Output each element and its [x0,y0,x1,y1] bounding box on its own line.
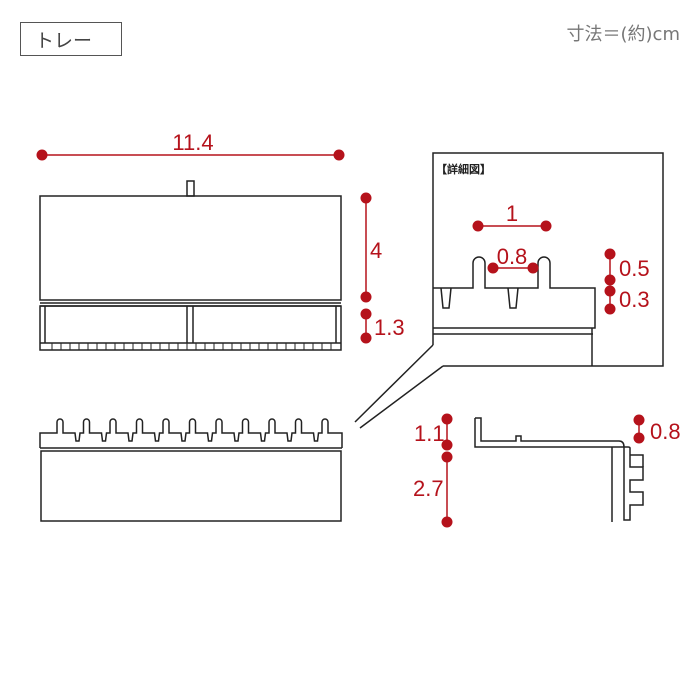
detail-view [354,152,664,429]
hook-dimension: 0.8 [633,414,681,444]
width-label: 11.4 [172,130,213,155]
height-lower-label: 1.3 [374,315,405,340]
side-body-label: 2.7 [413,476,444,501]
height-upper-label: 4 [370,238,382,263]
notch-depth-label: 0.3 [619,287,650,312]
side-top-dimension: 1.1 [414,413,453,451]
side-body-dimension: 2.7 [413,451,453,528]
tooth-pitch-dimension: 1 [472,201,552,232]
hook-label: 0.8 [650,419,681,444]
top-view [39,180,342,351]
height-upper-dimension: 4 [360,192,382,303]
tooth-pitch-label: 1 [506,201,518,226]
width-dimension: 11.4 [36,130,345,161]
side-profile [474,417,644,522]
front-view [39,418,343,522]
tooth-height-dimension: 0.5 [604,248,650,286]
unit-note: 寸法＝(約)cm [566,24,680,45]
height-lower-dimension: 1.3 [360,308,405,344]
bottom-notches [51,343,332,350]
tooth-gap-dimension: 0.8 [487,244,539,274]
tooth-height-label: 0.5 [619,256,650,281]
side-top-label: 1.1 [414,421,445,446]
notch-depth-dimension: 0.3 [604,285,650,315]
product-label: トレー [20,22,122,56]
tooth-gap-label: 0.8 [497,244,528,269]
detail-label: 【詳細図】 [436,162,491,176]
